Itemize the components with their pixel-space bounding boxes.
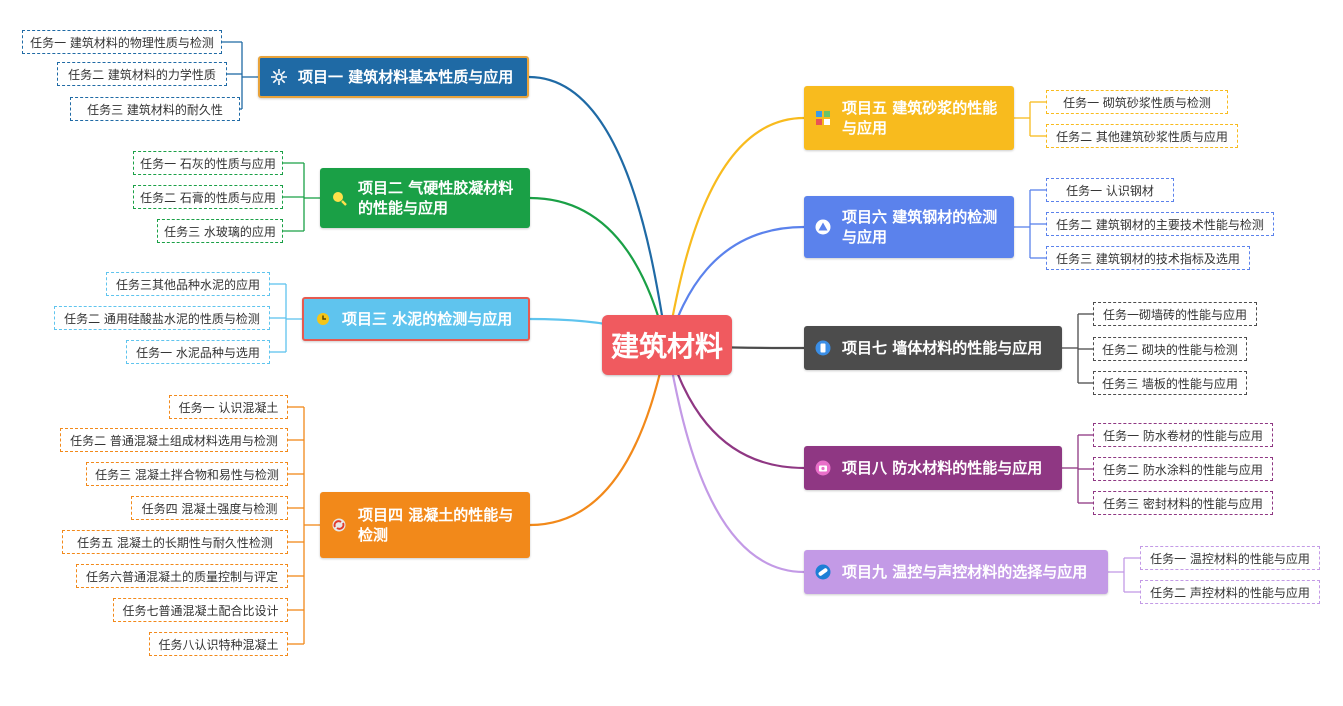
- task-node[interactable]: 任务一 温控材料的性能与应用: [1140, 546, 1320, 570]
- palette-icon: [814, 109, 832, 127]
- task-node[interactable]: 任务二 通用硅酸盐水泥的性质与检测: [54, 306, 270, 330]
- topic-p2[interactable]: 项目二 气硬性胶凝材料的性能与应用: [320, 168, 530, 228]
- task-node[interactable]: 任务二 防水涂料的性能与应用: [1093, 457, 1273, 481]
- topic-p8[interactable]: 项目八 防水材料的性能与应用: [804, 446, 1062, 490]
- task-node[interactable]: 任务八认识特种混凝土: [149, 632, 288, 656]
- task-node[interactable]: 任务一 水泥品种与选用: [126, 340, 270, 364]
- task-node[interactable]: 任务三其他品种水泥的应用: [106, 272, 270, 296]
- task-node[interactable]: 任务三 建筑材料的耐久性: [70, 97, 240, 121]
- task-node[interactable]: 任务一 防水卷材的性能与应用: [1093, 423, 1273, 447]
- topic-label: 项目七 墙体材料的性能与应用: [842, 339, 1043, 357]
- task-node[interactable]: 任务一砌墙砖的性能与应用: [1093, 302, 1257, 326]
- branch-connector: [665, 116, 805, 346]
- task-node[interactable]: 任务二 声控材料的性能与应用: [1140, 580, 1320, 604]
- topic-label: 项目六 建筑钢材的检测与应用: [842, 208, 998, 246]
- central-topic[interactable]: 建筑材料: [602, 315, 732, 375]
- topic-label: 项目一 建筑材料基本性质与应用: [298, 68, 514, 86]
- recycle-icon: [330, 516, 348, 534]
- topic-label: 项目三 水泥的检测与应用: [342, 310, 513, 328]
- task-node[interactable]: 任务二 建筑钢材的主要技术性能与检测: [1046, 212, 1274, 236]
- gear-icon: [270, 68, 288, 86]
- topic-p4[interactable]: 项目四 混凝土的性能与检测: [320, 492, 530, 558]
- pill-icon: [814, 563, 832, 581]
- task-node[interactable]: 任务三 建筑钢材的技术指标及选用: [1046, 246, 1250, 270]
- central-topic-label: 建筑材料: [610, 330, 723, 363]
- topic-p3[interactable]: 项目三 水泥的检测与应用: [302, 297, 530, 341]
- task-node[interactable]: 任务一 认识钢材: [1046, 178, 1174, 202]
- task-node[interactable]: 任务三 墙板的性能与应用: [1093, 371, 1247, 395]
- triangle-icon: [814, 218, 832, 236]
- task-node[interactable]: 任务二 其他建筑砂浆性质与应用: [1046, 124, 1238, 148]
- topic-p1[interactable]: 项目一 建筑材料基本性质与应用: [258, 56, 529, 98]
- task-node[interactable]: 任务一 认识混凝土: [169, 395, 288, 419]
- task-node[interactable]: 任务三 混凝土拌合物和易性与检测: [86, 462, 288, 486]
- topic-p7[interactable]: 项目七 墙体材料的性能与应用: [804, 326, 1062, 370]
- task-node[interactable]: 任务四 混凝土强度与检测: [131, 496, 288, 520]
- task-node[interactable]: 任务二 石膏的性质与应用: [133, 185, 283, 209]
- task-node[interactable]: 任务二 建筑材料的力学性质: [57, 62, 227, 86]
- task-node[interactable]: 任务一 石灰的性质与应用: [133, 151, 283, 175]
- task-node[interactable]: 任务一 砌筑砂浆性质与检测: [1046, 90, 1228, 114]
- camera-icon: [814, 459, 832, 477]
- topic-p6[interactable]: 项目六 建筑钢材的检测与应用: [804, 196, 1014, 258]
- task-node[interactable]: 任务七普通混凝土配合比设计: [113, 598, 288, 622]
- topic-label: 项目八 防水材料的性能与应用: [842, 459, 1043, 477]
- phone-icon: [814, 339, 832, 357]
- task-node[interactable]: 任务一 建筑材料的物理性质与检测: [22, 30, 222, 54]
- topic-label: 项目五 建筑砂浆的性能与应用: [842, 99, 998, 137]
- magnifier-icon: [330, 189, 348, 207]
- topic-label: 项目四 混凝土的性能与检测: [358, 506, 514, 544]
- branch-connector: [665, 344, 805, 574]
- task-node[interactable]: 任务三 密封材料的性能与应用: [1093, 491, 1273, 515]
- task-node[interactable]: 任务三 水玻璃的应用: [157, 219, 283, 243]
- task-node[interactable]: 任务二 砌块的性能与检测: [1093, 337, 1247, 361]
- clock-icon: [314, 310, 332, 328]
- task-node[interactable]: 任务六普通混凝土的质量控制与评定: [76, 564, 288, 588]
- topic-label: 项目九 温控与声控材料的选择与应用: [842, 563, 1088, 581]
- task-node[interactable]: 任务五 混凝土的长期性与耐久性检测: [62, 530, 288, 554]
- topic-p9[interactable]: 项目九 温控与声控材料的选择与应用: [804, 550, 1108, 594]
- branch-connector: [528, 75, 669, 346]
- topic-p5[interactable]: 项目五 建筑砂浆的性能与应用: [804, 86, 1014, 150]
- topic-label: 项目二 气硬性胶凝材料的性能与应用: [358, 179, 514, 217]
- task-node[interactable]: 任务二 普通混凝土组成材料选用与检测: [60, 428, 288, 452]
